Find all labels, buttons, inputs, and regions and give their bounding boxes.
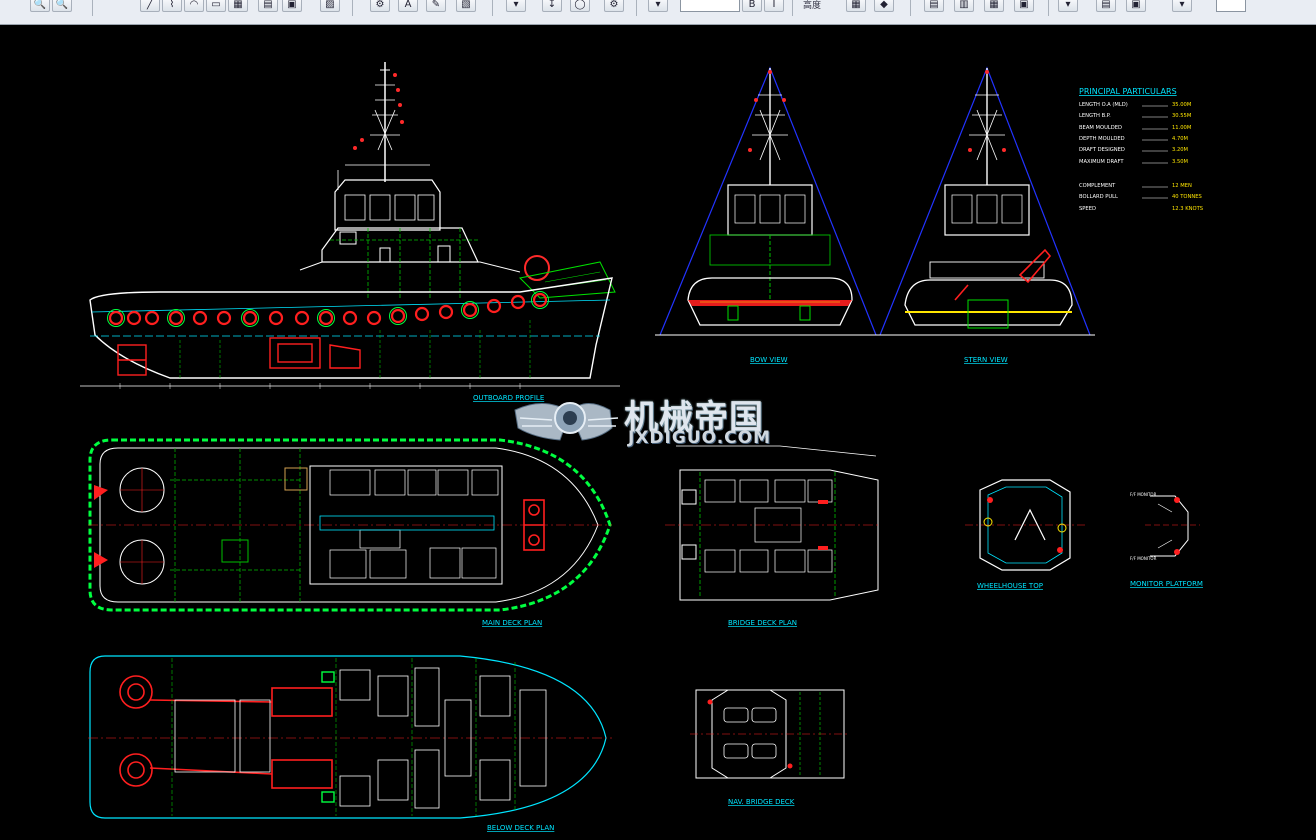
font-size-input[interactable] bbox=[680, 0, 740, 12]
toolbar-separator bbox=[92, 0, 93, 16]
outboard-profile-drawing: OUTBOARD PROFILE bbox=[80, 62, 620, 402]
bridge-deck-plan-title: BRIDGE DECK PLAN bbox=[728, 619, 797, 627]
grid-icon[interactable]: ▤ bbox=[924, 0, 944, 12]
outboard-profile-title: OUTBOARD PROFILE bbox=[473, 394, 544, 402]
small-input[interactable] bbox=[1216, 0, 1246, 12]
principal-particulars-heading: PRINCIPAL PARTICULARS bbox=[1079, 87, 1177, 96]
zoom-in-icon[interactable]: 🔍 bbox=[30, 0, 50, 12]
particular-value: 4.70M bbox=[1172, 136, 1188, 142]
particular-label: DRAFT DESIGNED bbox=[1079, 147, 1125, 153]
particular-label: MAXIMUM DRAFT bbox=[1079, 159, 1124, 165]
below-deck-plan-drawing: BELOW DECK PLAN bbox=[88, 655, 612, 832]
particular-label: LENGTH B.P. bbox=[1079, 113, 1111, 119]
bridge-deck-plan-drawing: BRIDGE DECK PLAN bbox=[665, 445, 880, 627]
layer-icon[interactable]: ▤ bbox=[258, 0, 278, 12]
watermark-logo-emblem bbox=[514, 402, 619, 441]
cad-toolbar: 🔍 🔍 ╱ ⌇ ◠ ▭ ▦ ▤ ▣ ▨ ⚙ A ✎ ▧ ▾ ↧ ◯ ⚙ ▾ B … bbox=[0, 0, 1316, 25]
monitor-platform-title: MONITOR PLATFORM bbox=[1130, 580, 1203, 588]
block-icon[interactable]: ▣ bbox=[282, 0, 302, 12]
below-deck-plan-title: BELOW DECK PLAN bbox=[487, 824, 554, 832]
style-icon[interactable]: ◯ bbox=[570, 0, 590, 12]
paint-icon[interactable]: ◆ bbox=[874, 0, 894, 12]
particular-value: 3.50M bbox=[1172, 159, 1188, 165]
window-icon[interactable]: ▣ bbox=[1014, 0, 1034, 12]
principal-particulars-table: PRINCIPAL PARTICULARS LENGTH O.A (MLD) L… bbox=[1079, 87, 1203, 212]
dropdown-icon[interactable]: ▾ bbox=[506, 0, 526, 12]
toolbar-separator bbox=[1048, 0, 1049, 16]
rectangle-icon[interactable]: ▭ bbox=[206, 0, 226, 12]
particular-label: SPEED bbox=[1079, 206, 1096, 212]
wheelhouse-top-title: WHEELHOUSE TOP bbox=[977, 582, 1043, 590]
particular-value: 11.00M bbox=[1172, 125, 1191, 131]
monitor-platform-drawing: F/F MONITOR F/F MONITOR MONITOR PLATFORM bbox=[1130, 492, 1203, 588]
text-icon[interactable]: A bbox=[398, 0, 418, 12]
table-icon[interactable]: ▦ bbox=[846, 0, 866, 12]
toolbar-separator bbox=[352, 0, 353, 16]
image-icon[interactable]: ▨ bbox=[320, 0, 340, 12]
svg-text:F/F MONITOR: F/F MONITOR bbox=[1130, 556, 1157, 561]
image-icon[interactable]: ▧ bbox=[456, 0, 476, 12]
preview-icon[interactable]: ▣ bbox=[1126, 0, 1146, 12]
watermark-sub-text: JXDIGUO.COM bbox=[628, 428, 772, 448]
nav-bridge-deck-drawing: NAV. BRIDGE DECK bbox=[690, 689, 850, 806]
particular-value: 3.20M bbox=[1172, 147, 1188, 153]
toolbar-separator bbox=[792, 0, 793, 16]
canvas-background bbox=[0, 25, 1316, 840]
watermark-main-text: 机械帝国 bbox=[624, 398, 764, 438]
color-icon[interactable]: ✎ bbox=[426, 0, 446, 12]
toolbar-separator bbox=[492, 0, 493, 16]
height-label: 高度 bbox=[803, 1, 822, 11]
particular-label: COMPLEMENT bbox=[1079, 183, 1116, 189]
italic-button[interactable]: I bbox=[764, 0, 784, 12]
hatch-icon[interactable]: ▦ bbox=[228, 0, 248, 12]
particular-label: DEPTH MOULDED bbox=[1079, 136, 1125, 142]
arc-icon[interactable]: ◠ bbox=[184, 0, 204, 12]
properties-icon[interactable]: ⚙ bbox=[370, 0, 390, 12]
match-icon[interactable]: ↧ bbox=[542, 0, 562, 12]
toolbar-separator bbox=[910, 0, 911, 16]
nav-bridge-deck-title: NAV. BRIDGE DECK bbox=[728, 798, 795, 806]
dropdown-icon[interactable]: ▾ bbox=[1058, 0, 1078, 12]
particular-value: 12 MEN bbox=[1172, 183, 1192, 189]
svg-text:F/F MONITOR: F/F MONITOR bbox=[1130, 492, 1157, 497]
bow-view-title: BOW VIEW bbox=[750, 356, 788, 364]
main-deck-plan-drawing: MAIN DECK PLAN bbox=[88, 438, 612, 627]
dropdown-icon[interactable]: ▾ bbox=[648, 0, 668, 12]
zoom-out-icon[interactable]: 🔍 bbox=[52, 0, 72, 12]
watermark: 机械帝国 JXDIGUO.COM bbox=[512, 390, 812, 450]
view-icon[interactable]: ▥ bbox=[954, 0, 974, 12]
print-icon[interactable]: ▤ bbox=[1096, 0, 1116, 12]
particular-value: 30.55M bbox=[1172, 113, 1191, 119]
stern-view-title: STERN VIEW bbox=[964, 356, 1008, 364]
particular-label: BOLLARD PULL bbox=[1079, 194, 1118, 200]
particular-label: LENGTH O.A (MLD) bbox=[1079, 102, 1128, 108]
cad-drawing-canvas[interactable]: OUTBOARD PROFILE BOW VIEW bbox=[0, 25, 1316, 840]
polyline-icon[interactable]: ⌇ bbox=[162, 0, 182, 12]
line-icon[interactable]: ╱ bbox=[140, 0, 160, 12]
gear-icon[interactable]: ⚙ bbox=[604, 0, 624, 12]
particular-label: BEAM MOULDED bbox=[1079, 125, 1122, 131]
toolbar-separator bbox=[636, 0, 637, 16]
layout-icon[interactable]: ▦ bbox=[984, 0, 1004, 12]
dropdown-icon[interactable]: ▾ bbox=[1172, 0, 1192, 12]
main-deck-plan-title: MAIN DECK PLAN bbox=[482, 619, 542, 627]
particular-value: 35.00M bbox=[1172, 102, 1191, 108]
stern-view-drawing: STERN VIEW bbox=[875, 66, 1095, 364]
bold-button[interactable]: B bbox=[742, 0, 762, 12]
particular-value: 12.3 KNOTS bbox=[1172, 206, 1203, 212]
particular-value: 40 TONNES bbox=[1172, 194, 1202, 200]
bow-view-drawing: BOW VIEW bbox=[655, 66, 880, 364]
wheelhouse-top-drawing: WHEELHOUSE TOP bbox=[965, 479, 1085, 590]
